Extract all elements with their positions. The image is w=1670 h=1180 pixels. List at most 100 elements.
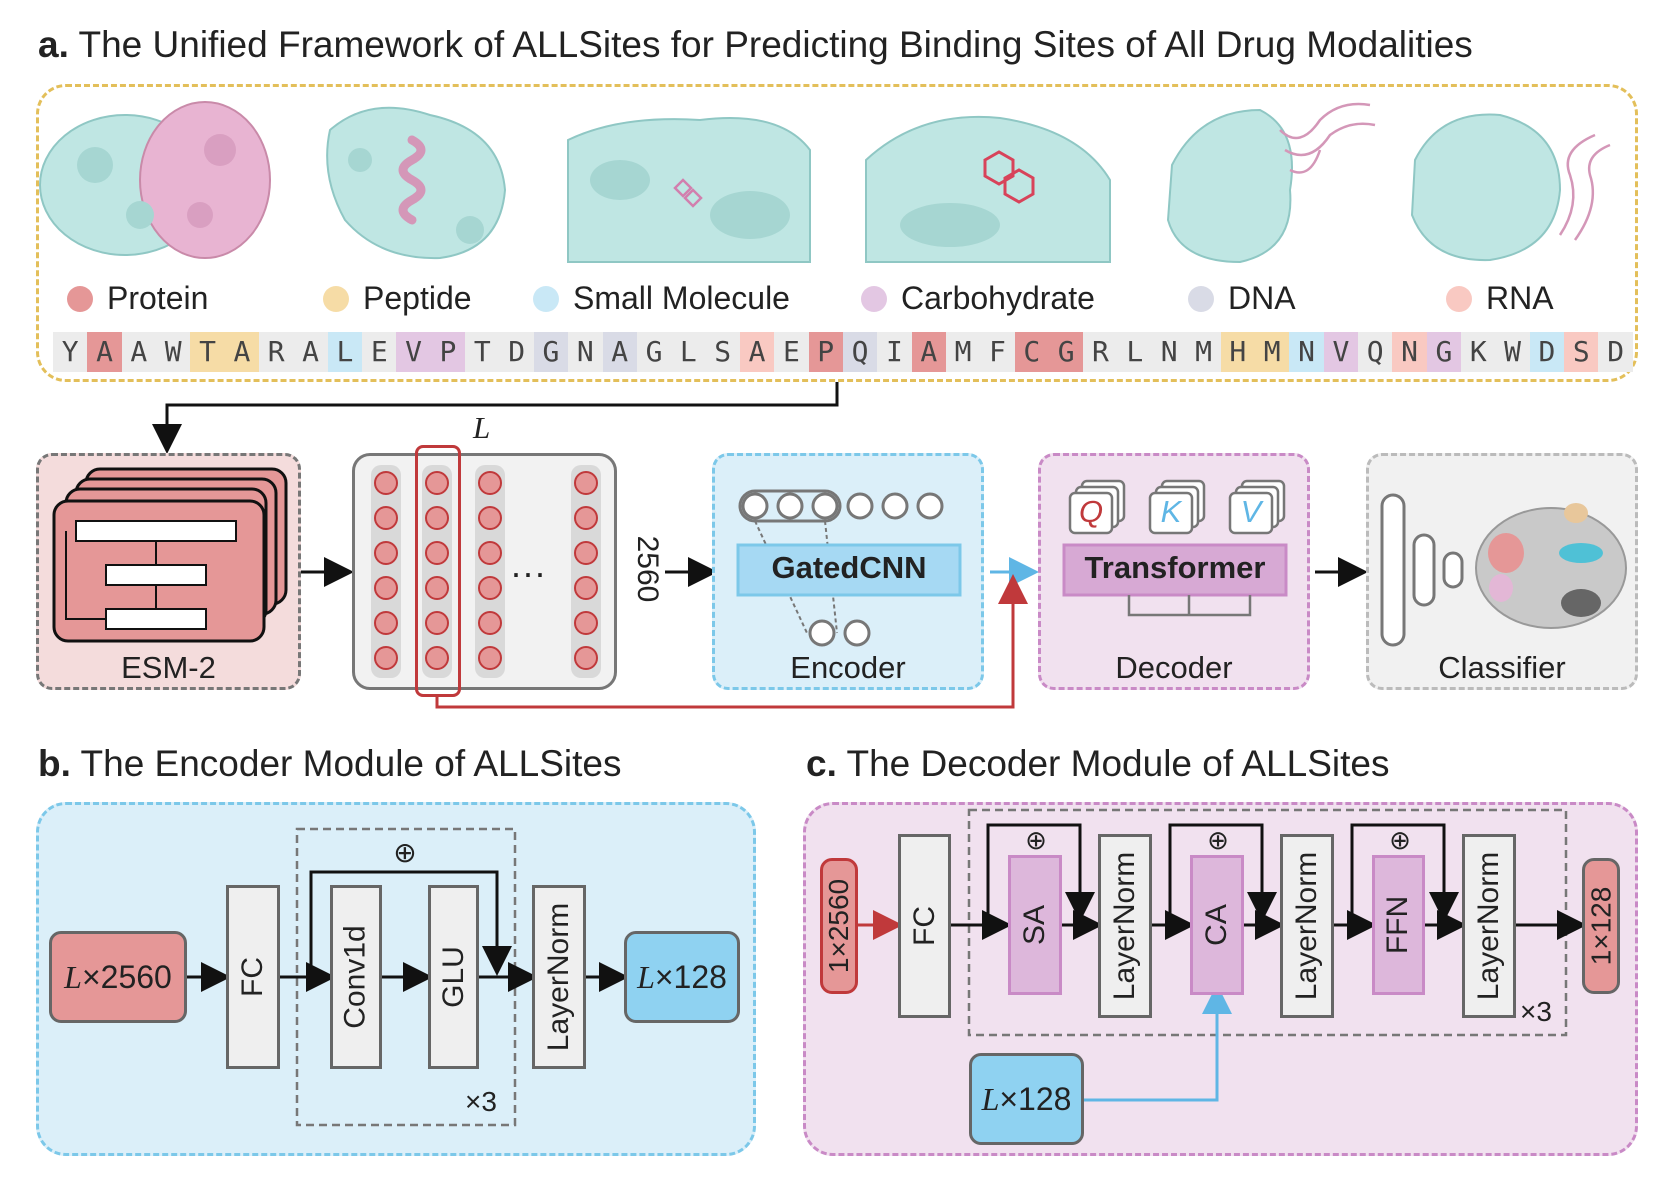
sequence-residue: I: [885, 335, 903, 368]
sequence-residue: V: [396, 332, 431, 372]
sequence-residue: L: [327, 332, 363, 372]
sequence-residue: A: [130, 335, 148, 368]
embedding-unit: [425, 646, 449, 670]
encoder-input-box: L×2560: [49, 931, 187, 1023]
transformer-label: Transformer: [1084, 550, 1266, 585]
sequence-residue: A: [602, 332, 637, 372]
query-label: Q: [1078, 494, 1104, 529]
sequence-residue: N: [1289, 332, 1324, 372]
embedding-unit: [374, 541, 398, 565]
encoder-output-var: L: [637, 958, 655, 995]
embedding-unit: [425, 506, 449, 530]
embedding-unit: [574, 576, 598, 600]
sequence-residue: A: [302, 335, 319, 368]
sequence-residue: Q: [1366, 335, 1384, 368]
classifier-graphic: [1380, 493, 1627, 647]
sequence-residue: C: [1014, 332, 1049, 372]
embedding-unit: [374, 646, 398, 670]
embedding-unit: [425, 576, 449, 600]
dec-ffn-residual: [1350, 823, 1459, 925]
sequence-residue: E: [782, 335, 800, 368]
legend-dna: DNA: [1188, 280, 1296, 317]
enc-residual-arrow: [309, 870, 512, 977]
embedding-unit: [478, 506, 502, 530]
sequence-residue: H: [1220, 332, 1256, 372]
legend-dot-dna: [1188, 285, 1214, 312]
sequence-residue: S: [714, 335, 732, 368]
dec-sa-residual: [986, 823, 1095, 925]
panel-b-title: b. The Encoder Module of ALLSites: [38, 743, 621, 785]
decoder-memory-box: L×128: [969, 1053, 1084, 1145]
sequence-residue: M: [1195, 335, 1212, 368]
legend-dot-rna: [1446, 285, 1472, 312]
sequence-residue: F: [989, 335, 1006, 368]
embedding-unit: [478, 471, 502, 495]
panel-a-title-text: The Unified Framework of ALLSites for Pr…: [78, 24, 1473, 65]
legend-carbohydrate: Carbohydrate: [861, 280, 1095, 317]
value-label: V: [1240, 494, 1262, 529]
embedding-unit: [478, 576, 502, 600]
sequence-residue: V: [1323, 332, 1359, 372]
sequence-residue: M: [1255, 332, 1290, 372]
legend-label: Small Molecule: [573, 280, 790, 316]
sequence-to-esm-arrow: [152, 382, 839, 454]
sa-residual-plus-icon: ⊕: [1025, 825, 1047, 855]
legend-dot-peptide: [323, 285, 349, 312]
ca-residual-plus-icon: ⊕: [1207, 825, 1229, 855]
decoder-layernorm-2: LayerNorm: [1280, 834, 1334, 1018]
sequence-residue: A: [224, 332, 260, 372]
sequence-residue: P: [808, 332, 843, 372]
encoder-layernorm-block: LayerNorm: [532, 885, 586, 1069]
ellipsis: ···: [510, 552, 546, 593]
sequence-residue: A: [87, 332, 122, 372]
transformer-graphic: [1062, 479, 1288, 617]
legend-dot-small-molecule: [533, 285, 559, 312]
sequence-residue: A: [911, 332, 946, 372]
gatedcnn-graphic: [736, 489, 962, 647]
decoder-input-label: 1×2560: [823, 878, 854, 974]
legend-rna: RNA: [1446, 280, 1554, 317]
embedding-unit: [425, 611, 449, 635]
sequence-residue: T: [473, 335, 491, 368]
encoder-input-dim: ×2560: [81, 958, 172, 995]
encoder-repeat-label: ×3: [465, 1086, 497, 1117]
legend-label: RNA: [1486, 280, 1554, 316]
embedding-unit: [374, 576, 398, 600]
esm2-stack-graphic: [52, 467, 288, 643]
encoder-fc-block: FC: [226, 885, 280, 1069]
cross-attention-block: CA: [1190, 855, 1244, 995]
dec-ca-residual: [1168, 823, 1277, 925]
embedding-unit: [374, 506, 398, 530]
embedding-unit: [574, 471, 598, 495]
conv1d-block: Conv1d: [330, 885, 382, 1069]
sequence-residue: L: [1126, 335, 1144, 368]
sequence-residue: D: [508, 335, 526, 368]
legend-label: Peptide: [363, 280, 472, 316]
gatedcnn-label: GatedCNN: [771, 550, 927, 585]
sequence-residue: Y: [61, 335, 79, 368]
small-molecule-structure-image: [567, 117, 811, 263]
legend-protein: Protein: [67, 280, 208, 317]
peptide-structure-image: [326, 106, 507, 260]
sequence-residue: G: [1426, 332, 1462, 372]
decoder-memory-var: L: [981, 1080, 1000, 1117]
key-label: K: [1160, 494, 1182, 529]
decoder-label: Decoder: [1115, 650, 1233, 685]
decoder-repeat-label: ×3: [1520, 996, 1552, 1027]
embedding-unit: [478, 646, 502, 670]
embedding-unit: [574, 541, 598, 565]
encoder-residual-plus-icon: ⊕: [393, 837, 417, 868]
legend-peptide: Peptide: [323, 280, 472, 317]
decoder-output-box: 1×128: [1582, 858, 1620, 994]
self-attention-block: SA: [1008, 855, 1062, 995]
embedding-columns: [371, 465, 601, 678]
sequence-residue: A: [739, 332, 775, 372]
residue-to-decoder-arrow: [435, 574, 1028, 709]
sequence-residue: P: [430, 332, 466, 372]
sequence-residue: L: [679, 335, 697, 368]
decoder-layernorm-1: LayerNorm: [1098, 834, 1152, 1018]
